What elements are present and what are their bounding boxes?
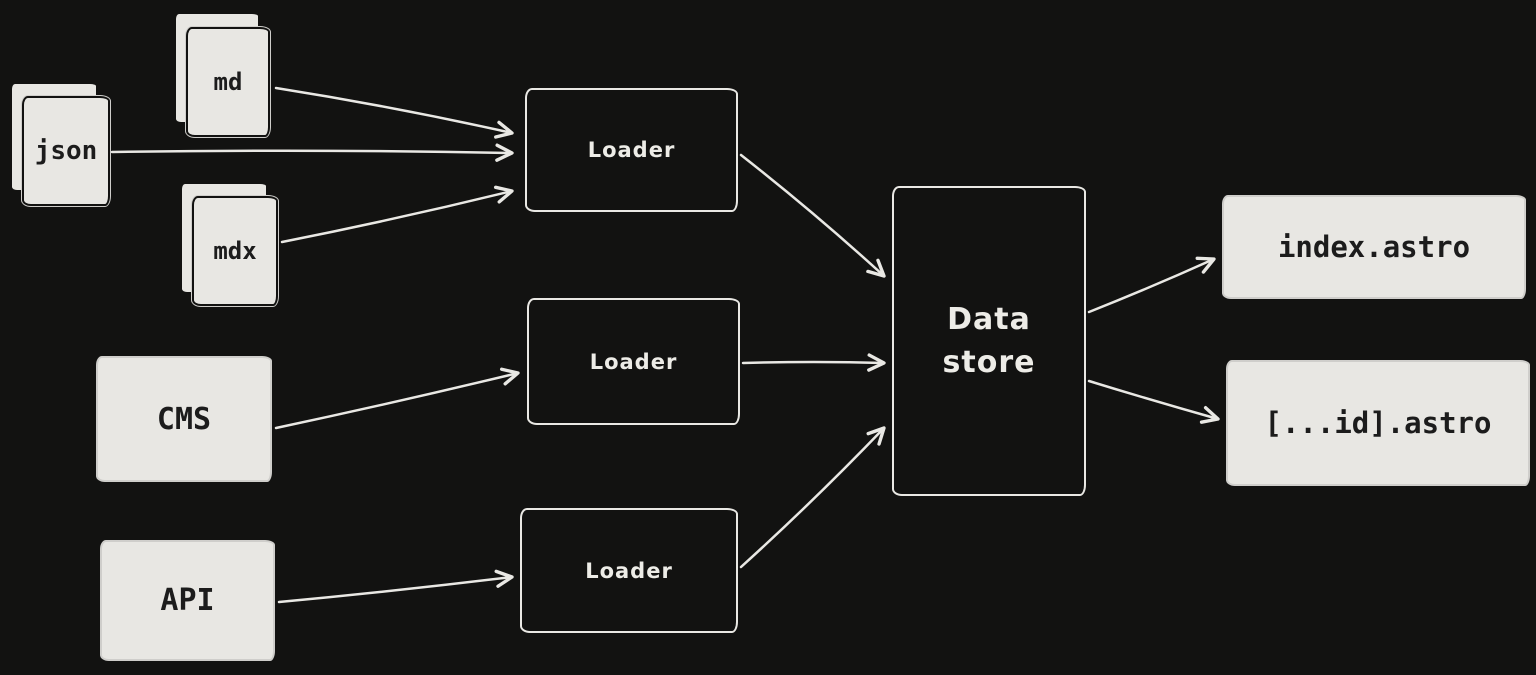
mdx-label: mdx	[213, 237, 257, 265]
loader-1-box: Loader	[525, 88, 738, 212]
loader-3-box: Loader	[520, 508, 738, 633]
cms-label: CMS	[156, 401, 212, 437]
json-doc: json	[22, 96, 110, 206]
arrow-loader2-to-datastore	[741, 353, 886, 372]
cms-box: CMS	[96, 356, 272, 482]
loader-3-label: Loader	[585, 558, 673, 583]
arrow-loader1-to-datastore	[739, 153, 886, 278]
api-box: API	[100, 540, 275, 661]
data-store-box: Data store	[892, 186, 1086, 496]
data-store-label: Data store	[942, 301, 1036, 381]
arrow-loader3-to-datastore	[739, 426, 886, 569]
mdx-doc: mdx	[192, 196, 278, 306]
index-astro-label: index.astro	[1277, 230, 1471, 264]
loader-1-label: Loader	[587, 138, 676, 162]
arrow-cms-to-loader2	[274, 367, 520, 430]
arrow-api-to-loader3	[277, 569, 514, 604]
loader-2-box: Loader	[527, 298, 740, 425]
id-astro-box: [...id].astro	[1226, 360, 1530, 486]
api-label: API	[160, 583, 215, 618]
arrow-mdx-to-loader1	[280, 185, 514, 244]
loader-2-label: Loader	[589, 349, 678, 374]
md-label: md	[213, 68, 243, 96]
arrow-datastore-to-id	[1087, 379, 1220, 424]
index-astro-box: index.astro	[1222, 195, 1526, 299]
id-astro-label: [...id].astro	[1264, 406, 1492, 440]
json-label: json	[34, 136, 98, 166]
md-doc: md	[186, 27, 270, 137]
arrow-json-to-loader1	[110, 143, 514, 162]
arrow-md-to-loader1	[274, 86, 514, 139]
arrow-datastore-to-index	[1087, 256, 1216, 314]
